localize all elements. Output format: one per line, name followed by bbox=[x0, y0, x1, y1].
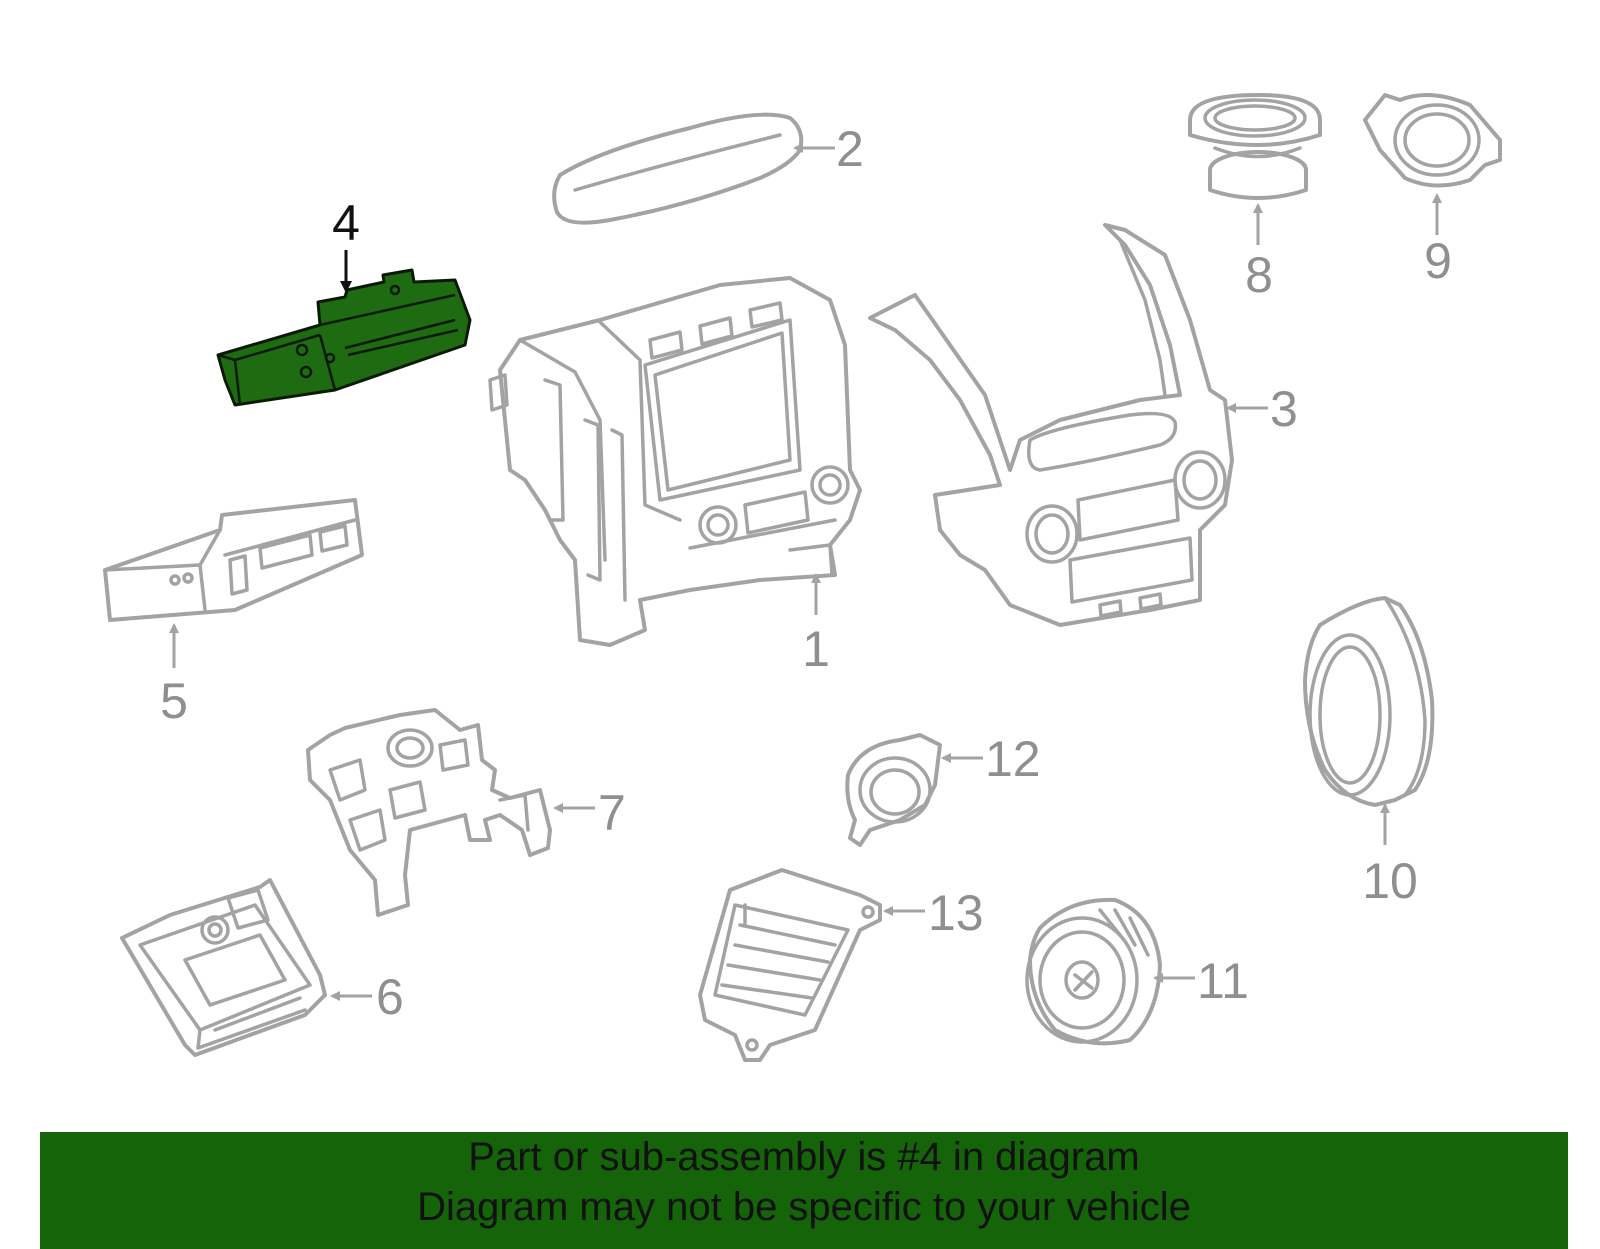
leader-lines bbox=[169, 143, 1442, 1001]
part-2-trim-cap[interactable] bbox=[552, 112, 804, 225]
callout-2[interactable]: 2 bbox=[836, 121, 864, 177]
callout-12[interactable]: 12 bbox=[985, 731, 1041, 787]
part-4-receiver-module[interactable] bbox=[216, 268, 472, 407]
part-7-bracket[interactable] bbox=[306, 708, 552, 917]
callout-3[interactable]: 3 bbox=[1270, 381, 1298, 437]
part-11-woofer[interactable] bbox=[1025, 897, 1162, 1046]
callout-5[interactable]: 5 bbox=[160, 673, 188, 729]
part-12-tweeter[interactable] bbox=[845, 733, 942, 847]
part-3-bezel[interactable] bbox=[868, 223, 1234, 627]
callout-13[interactable]: 13 bbox=[928, 885, 984, 941]
banner-line-1: Part or sub-assembly is #4 in diagram bbox=[468, 1135, 1140, 1179]
banner-line-2: Diagram may not be specific to your vehi… bbox=[417, 1185, 1191, 1229]
part-5-module[interactable] bbox=[103, 498, 364, 622]
callout-11[interactable]: 11 bbox=[1197, 953, 1249, 1009]
part-9-speaker[interactable] bbox=[1363, 93, 1502, 188]
info-banner: Part or sub-assembly is #4 in diagram Di… bbox=[40, 1132, 1568, 1249]
callout-7[interactable]: 7 bbox=[598, 785, 626, 841]
part-6-control-module[interactable] bbox=[120, 878, 327, 1057]
callout-6[interactable]: 6 bbox=[376, 969, 404, 1025]
part-13-amplifier[interactable] bbox=[698, 868, 882, 1062]
callout-8[interactable]: 8 bbox=[1245, 247, 1273, 303]
callout-9[interactable]: 9 bbox=[1424, 233, 1452, 289]
part-8-speaker[interactable] bbox=[1188, 93, 1322, 200]
callout-10[interactable]: 10 bbox=[1362, 853, 1418, 909]
callout-1[interactable]: 1 bbox=[802, 621, 830, 677]
part-10-speaker-ring[interactable] bbox=[1303, 596, 1435, 807]
callout-4[interactable]: 4 bbox=[332, 195, 360, 251]
part-1-radio-display[interactable] bbox=[488, 276, 862, 647]
